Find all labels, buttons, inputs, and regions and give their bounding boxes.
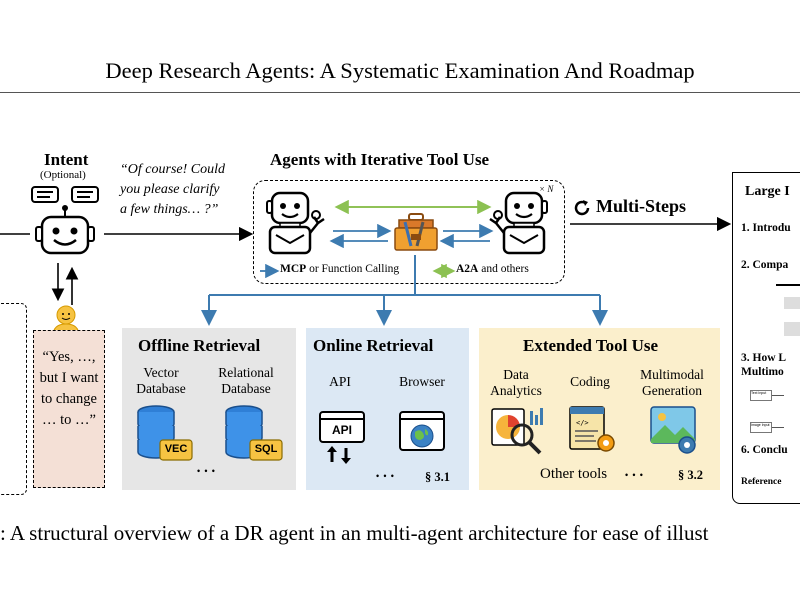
intent-label: Intent — [44, 150, 89, 169]
vec-tag: VEC — [164, 443, 188, 455]
a2a-bold: A2A — [456, 263, 479, 275]
report-item: 6. Conclu — [741, 444, 788, 456]
online-retrieval-title: Online Retrieval — [313, 336, 434, 355]
extended-more: • • • — [625, 470, 644, 480]
offline-more: • • • — [197, 466, 216, 476]
relational-db-label: Relational Database — [206, 365, 286, 397]
intent-robot-icon — [31, 186, 99, 255]
user-reply-line: … to …” — [42, 412, 96, 428]
coding-icon: </> — [569, 406, 615, 452]
mcp-legend: MCP or Function Calling — [280, 263, 399, 275]
vector-db-line: Database — [136, 381, 186, 396]
api-icon — [319, 411, 365, 464]
data-analytics-line: Data — [503, 367, 529, 382]
report-item: Reference — [741, 477, 782, 487]
user-reply-line: to change — [41, 391, 97, 407]
report-document — [732, 172, 800, 504]
mcp-rest: or Function Calling — [306, 263, 400, 275]
api-label: API — [329, 374, 351, 389]
offline-retrieval-title: Offline Retrieval — [138, 336, 261, 355]
multimodal-generation-icon — [650, 406, 696, 454]
intent-sublabel: (Optional) — [40, 169, 86, 181]
report-table-block — [784, 297, 800, 309]
user-reply-line: “Yes, …, — [42, 349, 96, 365]
agent-quote: “Of course! Could you please clarify a f… — [120, 160, 225, 220]
report-flow-label: Image Input — [751, 423, 770, 427]
sql-tag: SQL — [254, 443, 278, 455]
report-flow-line — [772, 395, 784, 396]
svg-text:</>: </> — [576, 419, 589, 427]
browser-label: Browser — [399, 374, 445, 389]
data-analytics-label: Data Analytics — [482, 367, 550, 399]
data-analytics-line: Analytics — [490, 383, 542, 398]
left-cutoff-box — [0, 303, 27, 495]
online-retrieval-panel — [306, 328, 469, 490]
multimodal-line: Generation — [642, 383, 702, 398]
multimodal-line: Multimodal — [640, 367, 704, 382]
agent-quote-line: a few things… ?” — [120, 202, 219, 217]
a2a-legend: A2A and others — [456, 263, 529, 275]
report-heading: Large I — [745, 184, 790, 199]
coding-label: Coding — [570, 374, 610, 389]
vector-database-icon — [137, 405, 193, 461]
figure-caption: : A structural overview of a DR agent in… — [0, 521, 709, 545]
agent-quote-line: “Of course! Could — [120, 162, 225, 177]
agent-multiplier: × N — [539, 184, 554, 194]
relational-db-line: Relational — [218, 365, 274, 380]
intent-user-arrows — [51, 263, 79, 305]
report-table-block — [784, 322, 800, 336]
vector-db-label: Vector Database — [128, 365, 194, 397]
a2a-rest: and others — [478, 263, 529, 275]
multimodal-label: Multimodal Generation — [630, 367, 714, 399]
agents-title: Agents with Iterative Tool Use — [270, 150, 490, 169]
paper-title: Deep Research Agents: A Systematic Exami… — [105, 58, 695, 83]
api-tag: API — [331, 423, 352, 437]
extended-tool-title: Extended Tool Use — [523, 336, 659, 355]
user-reply-text: “Yes, …, but I want to change … to …” — [33, 347, 105, 431]
title-rule — [0, 92, 800, 93]
toolbox-icon — [394, 213, 438, 251]
report-table-block — [776, 284, 800, 286]
agent-robot-left-icon — [266, 191, 325, 255]
other-tools-label: Other tools — [540, 466, 608, 482]
report-flow-box: Image Input — [750, 422, 772, 433]
vector-db-line: Vector — [143, 365, 179, 380]
mcp-bold: MCP — [280, 263, 307, 275]
report-flow-line — [772, 427, 784, 428]
agent-quote-line: you please clarify — [120, 182, 220, 197]
report-item: 2. Compa — [741, 259, 789, 271]
user-reply-bubble — [33, 330, 105, 488]
sql-database-icon — [225, 405, 283, 461]
section-3-1: § 3.1 — [425, 470, 450, 484]
report-item: Multimo — [741, 366, 784, 378]
user-reply-line: but I want — [39, 370, 99, 386]
section-3-2: § 3.2 — [678, 468, 703, 482]
agents-dashed-box — [253, 180, 565, 284]
report-flow-label: Text Input — [751, 391, 767, 395]
relational-db-line: Database — [221, 381, 271, 396]
data-analytics-icon — [491, 408, 543, 455]
report-item: 3. How L — [741, 352, 787, 364]
agent-robot-right-icon — [489, 191, 548, 255]
report-flow-box: Text Input — [750, 390, 772, 401]
refresh-icon — [574, 200, 590, 216]
online-more: • • • — [376, 471, 395, 481]
browser-icon — [399, 411, 445, 451]
multi-steps-label: Multi-Steps — [596, 196, 686, 216]
report-item: 1. Introdu — [741, 222, 791, 234]
